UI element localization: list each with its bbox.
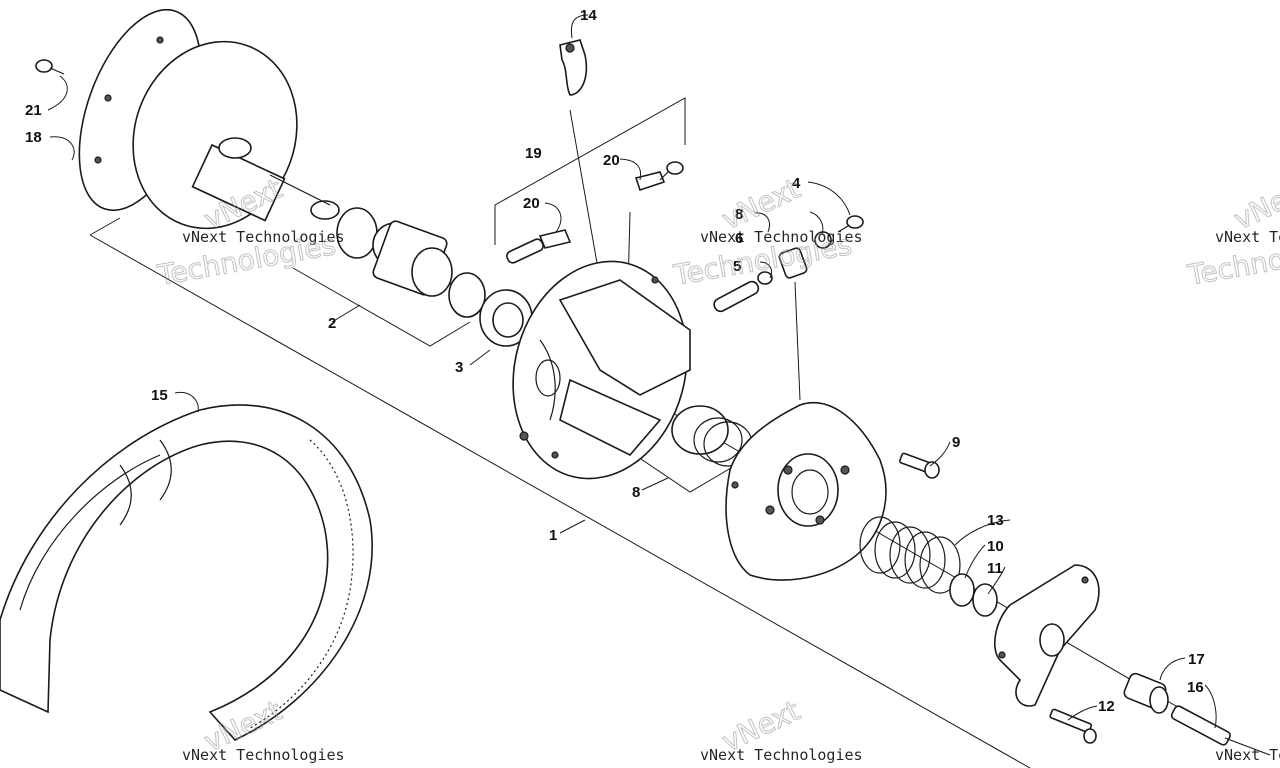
bearing-sleeve [372, 220, 453, 297]
bearing [479, 289, 533, 347]
compression-spring [859, 516, 961, 594]
callout-4: 4 [792, 175, 801, 192]
callout-5: 5 [733, 258, 741, 275]
svg-text:vNext: vNext [717, 172, 805, 236]
callout-labels: 1 2 3 4 5 6 8 8 9 10 11 12 13 14 15 16 1… [25, 7, 1205, 715]
retaining-ring [448, 272, 486, 318]
watermark-center-top: vNext Technologies Technologies vNext [670, 171, 863, 292]
cover-bolt [899, 452, 940, 479]
spider-cover [725, 402, 887, 581]
svg-text:vNext Technologies: vNext Technologies [182, 746, 345, 764]
roller-pin [713, 280, 760, 313]
spider-screw [757, 215, 864, 285]
watermark-left-bottom: vNext Technologies vNext [182, 693, 345, 764]
watermark-right-bottom: vNext Technologies [1215, 746, 1280, 764]
callout-20-upper: 20 [603, 152, 620, 169]
svg-text:vNext: vNext [1229, 172, 1280, 236]
callout-14: 14 [580, 7, 597, 24]
callout-2: 2 [328, 315, 336, 332]
spring-seat-washer [972, 583, 998, 617]
callout-13: 13 [987, 512, 1004, 529]
pin-lower [506, 229, 572, 264]
cam-arm [559, 39, 588, 96]
sheave-screw [35, 59, 65, 75]
watermark-center-bottom: vNext Technologies vNext [700, 693, 863, 764]
callout-8-lower: 8 [632, 484, 640, 501]
svg-text:vNext Technologies: vNext Technologies [1215, 746, 1280, 764]
svg-text:vNext Technologies: vNext Technologies [182, 228, 345, 246]
drive-belt [0, 404, 373, 741]
callout-21: 21 [25, 102, 42, 119]
clip-upper [634, 161, 684, 192]
callout-18: 18 [25, 129, 42, 146]
cover-plate [994, 564, 1100, 707]
callout-6: 6 [735, 230, 743, 247]
callout-10: 10 [987, 538, 1004, 555]
spring-washer [949, 573, 975, 607]
bushing [1123, 672, 1169, 714]
cover-plate-bolt [1049, 708, 1097, 744]
threaded-stud [1170, 705, 1271, 756]
svg-text:vNext Technologies: vNext Technologies [1215, 228, 1280, 246]
callout-17: 17 [1188, 651, 1205, 668]
callout-16: 16 [1187, 679, 1204, 696]
callout-11: 11 [987, 560, 1003, 577]
callout-15: 15 [151, 387, 168, 404]
movable-sheave [512, 260, 691, 480]
fixed-sheave [78, 8, 340, 230]
watermark-right-top: vNext Technologies Technologies vNext [1184, 171, 1280, 292]
callout-20-lower: 20 [523, 195, 540, 212]
callout-1: 1 [549, 527, 557, 544]
spring-rings [671, 405, 753, 467]
callout-9: 9 [952, 434, 960, 451]
callout-12: 12 [1098, 698, 1115, 715]
svg-text:vNext Technologies: vNext Technologies [700, 746, 863, 764]
callout-leaders [47, 14, 1217, 729]
callout-3: 3 [455, 359, 463, 376]
svg-text:vNext Technologies: vNext Technologies [700, 228, 863, 246]
callout-19: 19 [525, 145, 542, 162]
callout-8-upper: 8 [735, 206, 743, 223]
